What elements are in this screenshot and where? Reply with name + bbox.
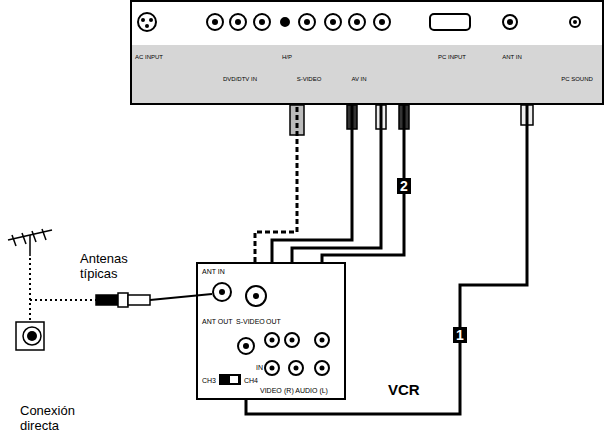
jack-label: PC INPUT (438, 54, 466, 61)
jack-label: ANT IN (502, 54, 522, 61)
vcr-jack-centres (219, 289, 325, 383)
antenna-lead (30, 299, 96, 301)
jack-label: S-VIDEO (236, 318, 265, 326)
jack-label: PC SOUND (561, 76, 593, 83)
jack-label: AC INPUT (135, 54, 163, 61)
jack-label: OUT (266, 318, 281, 326)
cable (272, 105, 352, 262)
jack-label: VIDEO (260, 387, 282, 395)
tv-back-panel: AC INPUT DVD/DTV IN H/P S-VIDEO AV IN PC INPU… (130, 0, 604, 105)
cable (255, 105, 297, 262)
jack-label: S-VIDEO (297, 76, 322, 83)
cable (292, 105, 381, 262)
cable (246, 105, 527, 414)
jack-label: IN (256, 364, 263, 372)
antenna-plug (96, 293, 212, 307)
jack-label: AV IN (351, 76, 366, 83)
jack-label: ANT IN (202, 268, 225, 276)
switch-label: CH3 (202, 377, 216, 385)
cable (322, 105, 404, 262)
jack-label: DVD/DTV IN (223, 76, 257, 83)
wall-outlet (16, 322, 44, 350)
jack-label: ANT OUT (202, 318, 233, 326)
device-name: VCR (388, 382, 420, 399)
callout-number: 1 (453, 327, 467, 343)
caption-label: Conexión directa (20, 404, 100, 434)
vcr-jacks (213, 283, 329, 384)
panel-band (130, 45, 604, 105)
switch-label: CH4 (244, 377, 258, 385)
antenna-lead (29, 258, 31, 322)
callout-number: 2 (397, 178, 411, 194)
jack-label: H/P (282, 54, 292, 61)
caption-label: Antenas típicas (80, 252, 144, 282)
tv-jacks (138, 13, 580, 31)
jack-label: (R) AUDIO (L) (284, 387, 328, 395)
vcr-box: ANT IN S-VIDEOOUT ANT OUT CH3 CH4 IN VIDEO(R) … (196, 262, 346, 400)
panel-top (130, 0, 604, 45)
antenna (8, 229, 52, 256)
jack-centres (141, 18, 577, 28)
tv-plugs (290, 105, 533, 135)
